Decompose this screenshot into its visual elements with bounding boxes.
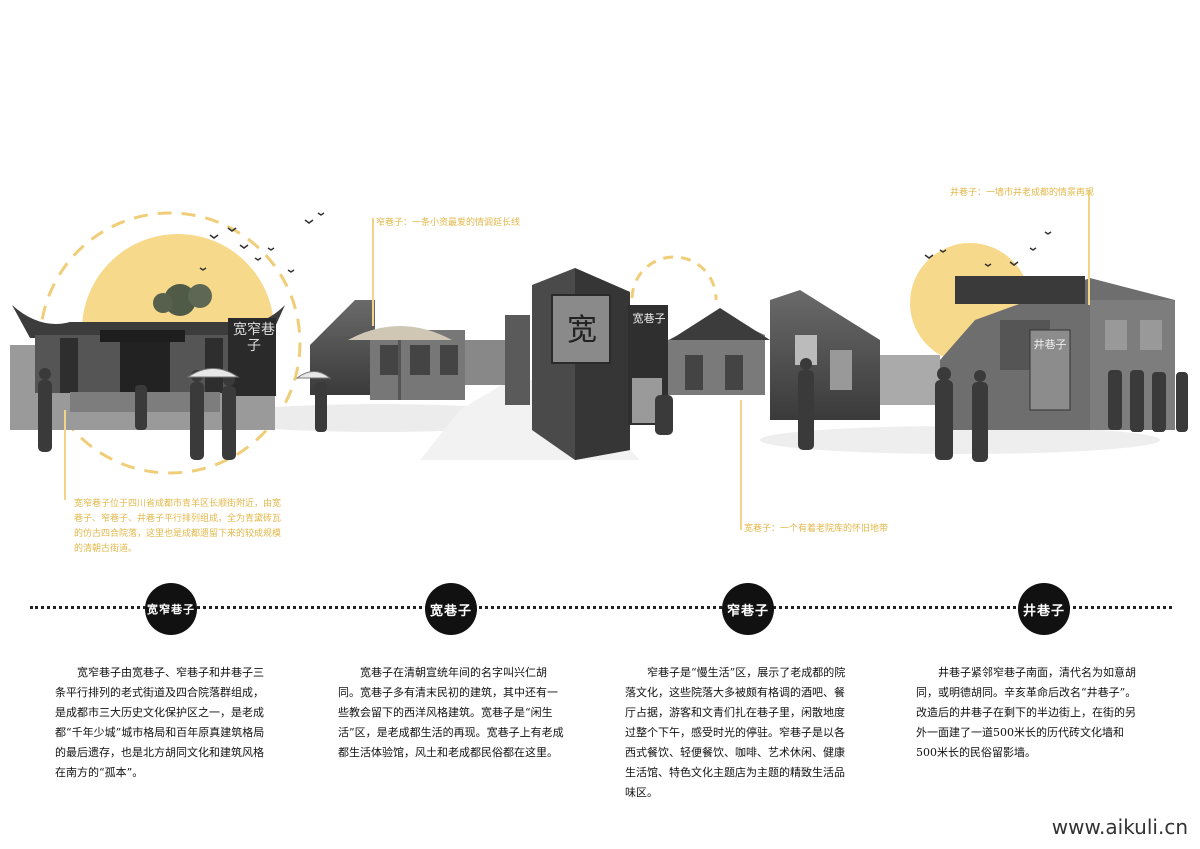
tower-calligraphy: 宽 bbox=[567, 313, 597, 348]
umbrella bbox=[186, 368, 240, 378]
callout-jing: 井巷子：一墙市井老成都的情景再现 bbox=[950, 188, 1095, 198]
birds bbox=[199, 212, 1052, 273]
callout-intro: 宽窄巷子位于四川省成都市青羊区长顺街附近，由宽巷子、窄巷子、井巷子平行排列组成，… bbox=[74, 499, 282, 554]
description-jing: 井巷子紧邻窄巷子南面，清代名为如意胡同，或明德胡同。辛亥革命后改名“井巷子”。改… bbox=[916, 666, 1137, 759]
timeline-node-jing: 井巷子 bbox=[1018, 583, 1070, 635]
callout-leader-line bbox=[372, 218, 374, 326]
gate-signboard: 宽窄巷子 bbox=[233, 322, 275, 354]
callout-leader-line bbox=[740, 400, 742, 530]
watermark-url: www.aikuli.cn bbox=[1051, 815, 1188, 839]
kuan-alley-buildings bbox=[310, 300, 530, 405]
street-collage-illustration bbox=[10, 211, 1188, 475]
dashed-arc-tower bbox=[630, 255, 718, 301]
zhai-alley-buildings bbox=[668, 290, 940, 420]
callout-zhai: 宽巷子：一个有着老院库的怀旧地带 bbox=[744, 524, 889, 534]
description-kuan: 宽巷子在清朝宣统年间的名字叫兴仁胡同。宽巷子多有清末民初的建筑，其中还有一些教会… bbox=[338, 666, 564, 759]
timeline-node-zhai: 窄巷子 bbox=[722, 583, 774, 635]
description-kuanzhai: 宽窄巷子由宽巷子、窄巷子和井巷子三条平行排列的老式街道及四合院落群组成，是成都市… bbox=[55, 666, 265, 779]
brick-tower bbox=[532, 268, 668, 460]
callout-kuan: 窄巷子：一条小资最爱的情调延长线 bbox=[376, 218, 521, 228]
ground-shadow bbox=[760, 426, 1160, 454]
pedestrian-figures bbox=[38, 358, 1188, 462]
callout-leader-line bbox=[1088, 190, 1090, 305]
kuan-signboard: 宽巷子 bbox=[632, 312, 666, 325]
callout-leader-line bbox=[64, 410, 66, 500]
timeline-node-kuan: 宽巷子 bbox=[425, 583, 477, 635]
jing-signboard: 井巷子 bbox=[1033, 338, 1067, 351]
timeline-node-kuanzhai: 宽窄巷子 bbox=[145, 583, 197, 635]
umbrella bbox=[295, 371, 332, 379]
description-zhai: 窄巷子是“慢生活”区，展示了老成都的院落文化，这些院落大多被颇有格调的酒吧、餐厅… bbox=[625, 666, 846, 799]
timeline-dotted-line bbox=[30, 606, 1172, 609]
